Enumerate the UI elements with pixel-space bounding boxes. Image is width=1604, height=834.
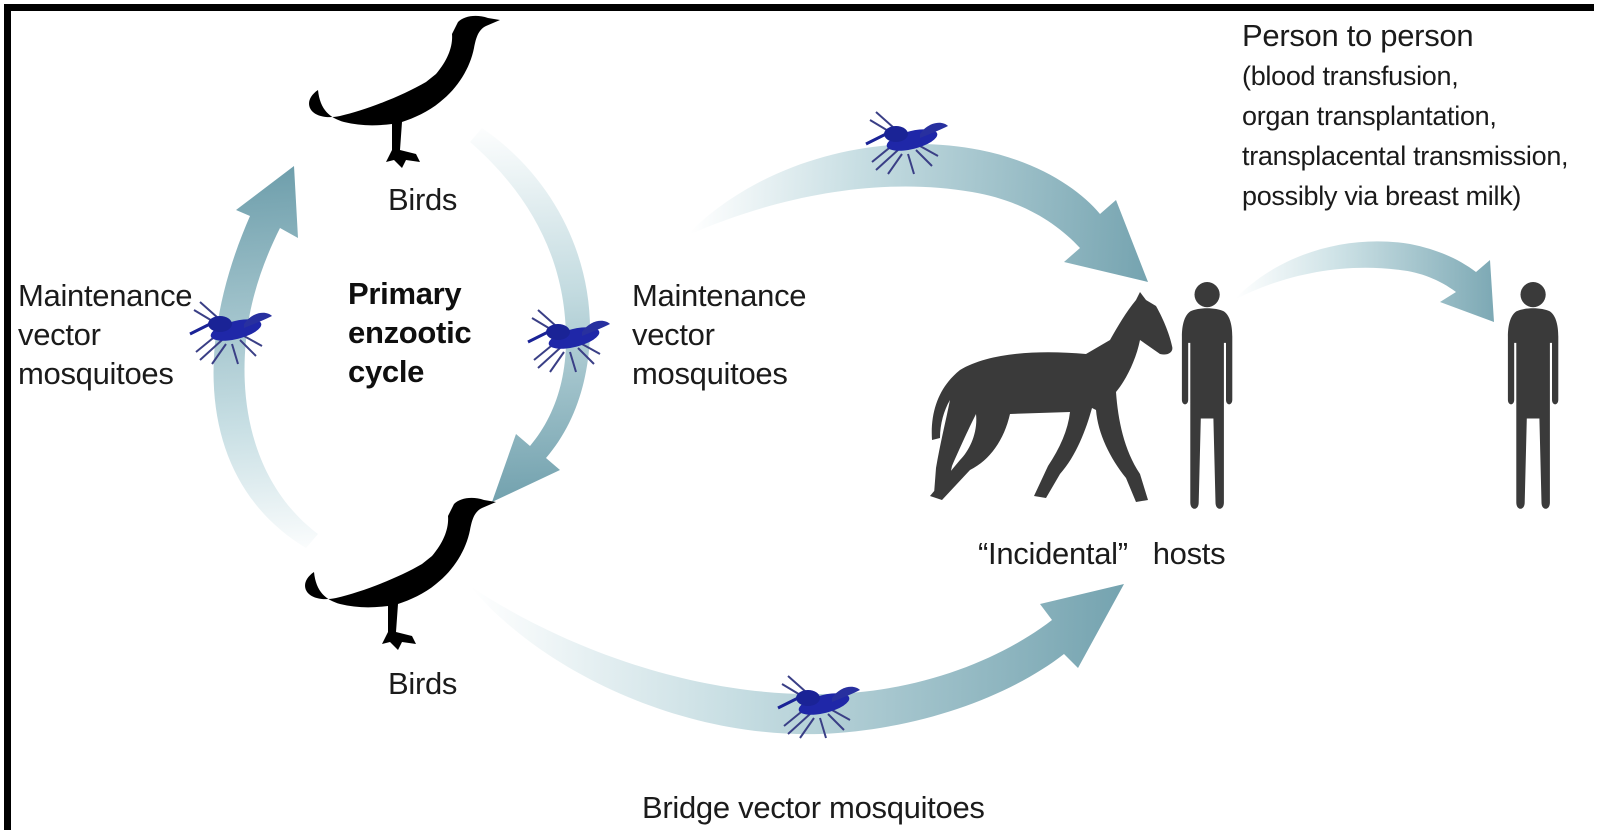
maintenance-right-line1: Maintenance <box>632 276 806 315</box>
incidental-hosts-label: “Incidental” hosts <box>978 534 1225 573</box>
maintenance-left-line2: vector <box>18 315 101 354</box>
maintenance-right-line2: vector <box>632 315 715 354</box>
right-cycle-arrow <box>470 128 590 502</box>
left-cycle-arrow <box>214 166 318 548</box>
cycle-label-line3: cycle <box>348 352 424 391</box>
cycle-label-line2: enzootic <box>348 313 471 352</box>
person-to-person-detail-4: possibly via breast milk) <box>1242 176 1521 216</box>
person-to-person-title: Person to person <box>1242 16 1473 55</box>
person-to-person-detail-3: transplacental transmission, <box>1242 136 1568 176</box>
human-icon <box>1508 282 1558 509</box>
bird-icon <box>309 16 500 168</box>
person-to-person-detail-1: (blood transfusion, <box>1242 56 1458 96</box>
bridge-vector-label: Bridge vector mosquitoes <box>642 788 985 827</box>
person-to-person-arrow <box>1234 241 1494 322</box>
maintenance-to-hosts-arrow <box>686 144 1148 282</box>
cycle-label-line1: Primary <box>348 274 461 313</box>
human-icon <box>1182 282 1232 509</box>
birds-bottom-label: Birds <box>388 664 457 703</box>
maintenance-left-line1: Maintenance <box>18 276 192 315</box>
maintenance-right-line3: mosquitoes <box>632 354 788 393</box>
person-to-person-detail-2: organ transplantation, <box>1242 96 1497 136</box>
maintenance-left-line3: mosquitoes <box>18 354 174 393</box>
horse-icon <box>930 292 1172 502</box>
bridge-vector-arrow <box>470 584 1124 734</box>
bird-icon <box>305 498 496 650</box>
birds-top-label: Birds <box>388 180 457 219</box>
